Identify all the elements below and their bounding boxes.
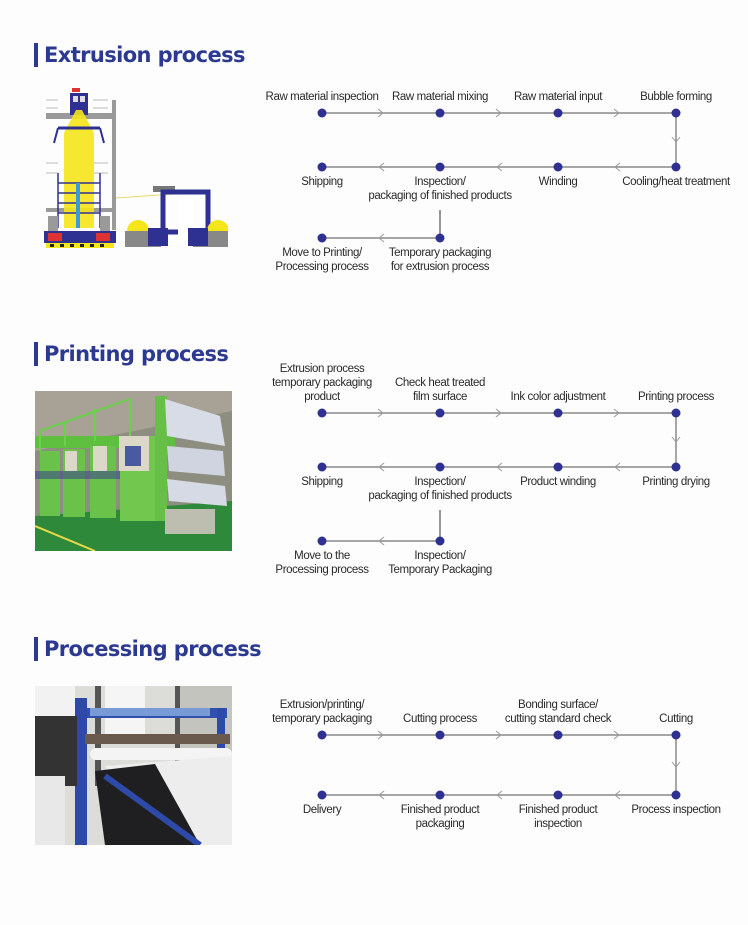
- flow-node-label: Check heat treated film surface: [395, 377, 485, 403]
- title-accent-bar: [34, 342, 38, 366]
- flow-node: [553, 462, 563, 472]
- flow-node-label: Cutting process: [403, 713, 477, 725]
- flow-node: [317, 233, 327, 243]
- arrow-right-icon: [377, 730, 384, 740]
- arrow-left-icon: [496, 162, 503, 172]
- section-title-printing: Printing process: [34, 342, 229, 366]
- flow-node-label: Extrusion process temporary packaging pr…: [272, 363, 372, 403]
- flow-node: [671, 408, 681, 418]
- arrow-left-icon: [378, 790, 385, 800]
- flow-node: [435, 233, 445, 243]
- flow-node: [435, 730, 445, 740]
- flow-node-label: Cooling/heat treatment: [622, 176, 730, 188]
- flow-node-label: Raw material input: [513, 91, 603, 103]
- flow-node-label: Raw material inspection: [265, 91, 379, 103]
- flow-node: [435, 162, 445, 172]
- flow-node: [435, 536, 445, 546]
- flow-node-label: Finished product packaging: [400, 804, 480, 830]
- flow-node-label: Shipping: [301, 176, 343, 188]
- flow-node: [671, 730, 681, 740]
- flow-node: [435, 462, 445, 472]
- flow-node-label: Printing process: [637, 391, 715, 403]
- flow-node: [435, 108, 445, 118]
- arrow-left-icon: [614, 462, 621, 472]
- flow-node-label: Bubble forming: [640, 91, 712, 103]
- arrow-left-icon: [614, 790, 621, 800]
- flow-node-label: Bonding surface/ cutting standard check: [504, 699, 612, 725]
- flow-node: [317, 162, 327, 172]
- flow-node: [317, 108, 327, 118]
- flow-node: [553, 790, 563, 800]
- arrow-right-icon: [495, 730, 502, 740]
- flow-node-label: Move to Printing/ Processing process: [275, 247, 369, 273]
- flow-node-label: Shipping: [301, 476, 343, 488]
- arrow-right-icon: [495, 408, 502, 418]
- arrow-right-icon: [495, 108, 502, 118]
- section-title-text: Printing process: [44, 342, 229, 366]
- flow-node-label: Ink color adjustment: [510, 391, 606, 403]
- flow-node: [553, 162, 563, 172]
- flow-node-label: Raw material mixing: [392, 91, 488, 103]
- arrow-left-icon: [496, 462, 503, 472]
- arrow-down-icon: [671, 761, 681, 768]
- flow-node-label: Winding: [538, 176, 578, 188]
- arrow-down-icon: [671, 436, 681, 443]
- flow-node: [671, 108, 681, 118]
- title-accent-bar: [34, 637, 38, 661]
- cutting-machine-photo: [35, 686, 232, 845]
- flow-node: [553, 730, 563, 740]
- flow-node-label: Inspection/ Temporary Packaging: [388, 550, 492, 576]
- arrow-down-icon: [671, 136, 681, 143]
- flow-node-label: Product winding: [520, 476, 596, 488]
- flow-node-label: Finished product inspection: [518, 804, 598, 830]
- flow-node-label: Extrusion/printing/ temporary packaging: [272, 699, 372, 725]
- arrow-right-icon: [377, 408, 384, 418]
- section-title-processing: Processing process: [34, 637, 262, 661]
- section-title-extrusion: Extrusion process: [34, 43, 246, 67]
- flow-node: [317, 408, 327, 418]
- arrow-right-icon: [613, 108, 620, 118]
- arrow-right-icon: [613, 730, 620, 740]
- flow-node-label: Temporary packaging for extrusion proces…: [388, 247, 492, 273]
- flow-node: [317, 730, 327, 740]
- flow-node: [671, 790, 681, 800]
- extrusion-machine-illustration: [38, 88, 228, 258]
- printing-press-photo: [35, 391, 232, 551]
- arrow-left-icon: [378, 462, 385, 472]
- flow-node: [317, 536, 327, 546]
- arrow-left-icon: [378, 162, 385, 172]
- flow-node: [317, 790, 327, 800]
- arrow-right-icon: [613, 408, 620, 418]
- arrow-left-icon: [496, 790, 503, 800]
- flow-node: [671, 162, 681, 172]
- arrow-right-icon: [377, 108, 384, 118]
- arrow-left-icon: [378, 536, 385, 546]
- flow-node-label: Cutting: [659, 713, 693, 725]
- flow-node-label: Move to the Processing process: [275, 550, 369, 576]
- flow-node-label: Printing drying: [642, 476, 710, 488]
- section-title-text: Processing process: [44, 637, 262, 661]
- flow-node: [317, 462, 327, 472]
- title-accent-bar: [34, 43, 38, 67]
- arrow-left-icon: [378, 233, 385, 243]
- flow-node: [435, 790, 445, 800]
- flow-node-label: Inspection/ packaging of finished produc…: [368, 176, 512, 202]
- section-title-text: Extrusion process: [44, 43, 246, 67]
- flow-node: [553, 408, 563, 418]
- flow-node: [671, 462, 681, 472]
- flow-node: [435, 408, 445, 418]
- flow-node-label: Delivery: [302, 804, 342, 816]
- arrow-left-icon: [614, 162, 621, 172]
- flow-node: [553, 108, 563, 118]
- flow-node-label: Process inspection: [631, 804, 721, 816]
- flow-node-label: Inspection/ packaging of finished produc…: [368, 476, 512, 502]
